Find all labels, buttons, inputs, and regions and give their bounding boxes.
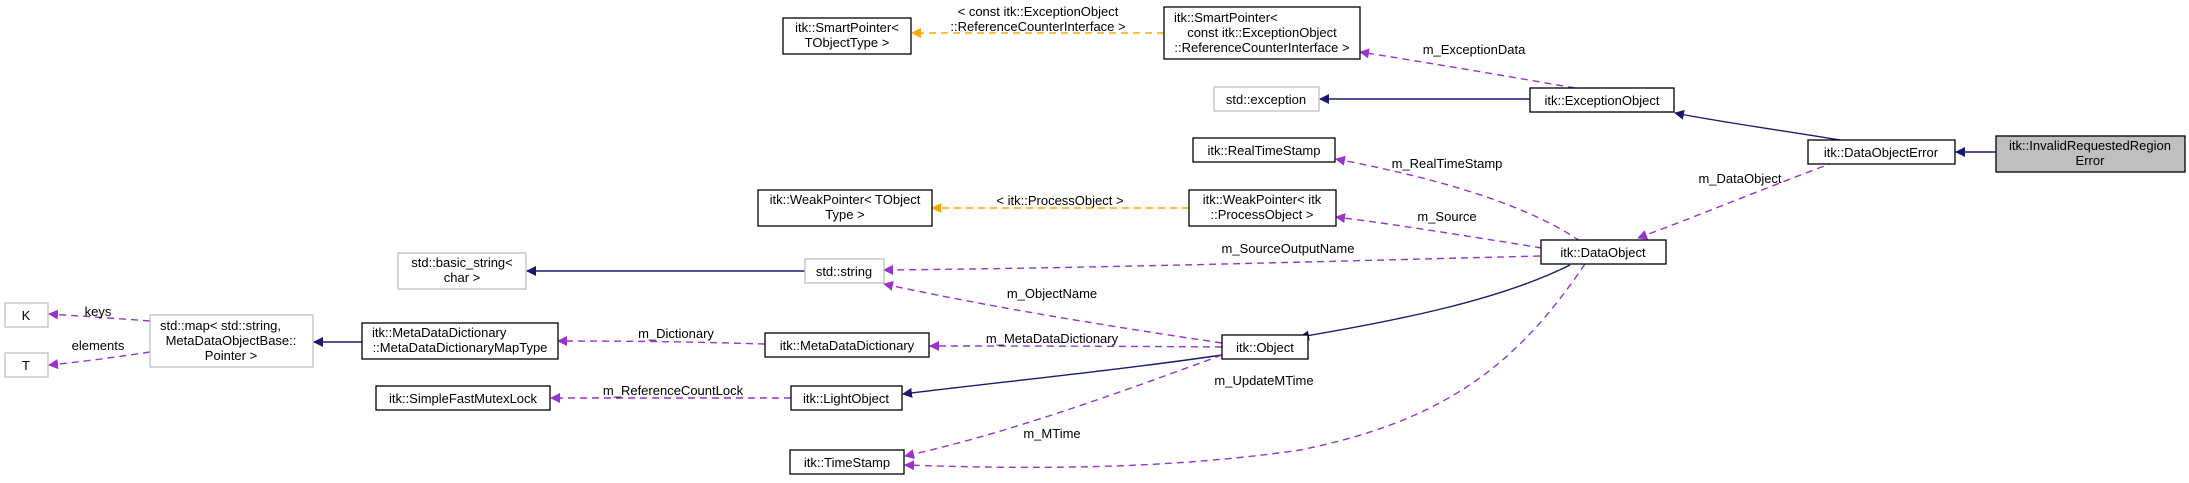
edge-usage-m-source	[1335, 213, 1543, 249]
svg-text:itk::DataObject: itk::DataObject	[1560, 245, 1646, 260]
svg-text:std::map< std::string,: std::map< std::string,	[160, 318, 281, 333]
label-m-exceptiondata: m_ExceptionData	[1423, 42, 1526, 57]
label-m-sourceoutputname: m_SourceOutputName	[1222, 241, 1355, 256]
svg-text:itk::WeakPointer< itk: itk::WeakPointer< itk	[1203, 192, 1322, 207]
svg-text:::ProcessObject >: ::ProcessObject >	[1211, 207, 1314, 222]
node-weak-pointer-tobject[interactable]: itk::WeakPointer< TObject Type >	[757, 189, 933, 227]
svg-text:itk::SmartPointer<: itk::SmartPointer<	[795, 20, 899, 35]
svg-text:itk::SmartPointer<: itk::SmartPointer<	[1174, 10, 1278, 25]
node-invalid-requested-region-error[interactable]: itk::InvalidRequestedRegion Error	[1995, 135, 2186, 173]
node-time-stamp[interactable]: itk::TimeStamp	[789, 449, 905, 475]
svg-text:::ReferenceCounterInterface >: ::ReferenceCounterInterface >	[1174, 40, 1349, 55]
svg-text:K: K	[22, 308, 31, 323]
node-t[interactable]: T	[4, 352, 49, 378]
node-real-time-stamp[interactable]: itk::RealTimeStamp	[1192, 137, 1336, 163]
edge-usage-m-realtimestamp	[1335, 155, 1581, 242]
node-object[interactable]: itk::Object	[1221, 334, 1309, 360]
label-m-objectname: m_ObjectName	[1007, 286, 1097, 301]
edge-usage-elements	[48, 351, 151, 370]
svg-text:Error: Error	[2076, 153, 2106, 168]
svg-text:const itk::ExceptionObject: const itk::ExceptionObject	[1187, 25, 1337, 40]
svg-text:itk::InvalidRequestedRegion: itk::InvalidRequestedRegion	[2009, 138, 2171, 153]
edge-usage-m-objectname	[883, 281, 1223, 344]
edge-usage-m-exceptiondata	[1359, 48, 1576, 89]
svg-text:itk::LightObject: itk::LightObject	[803, 391, 889, 406]
svg-text:itk::Object: itk::Object	[1236, 340, 1294, 355]
svg-text:T: T	[22, 358, 30, 373]
node-data-object-error[interactable]: itk::DataObjectError	[1807, 139, 1956, 165]
edge-inherit-lightobject	[902, 354, 1223, 398]
edge-usage-m-dictionary	[557, 336, 766, 347]
svg-text:itk::MetaDataDictionary: itk::MetaDataDictionary	[372, 325, 507, 340]
label-m-source: m_Source	[1417, 209, 1476, 224]
edge-usage-m-updatemtime	[904, 263, 1586, 471]
label-template-process: < itk::ProcessObject >	[996, 193, 1123, 208]
edge-inherit-dataobject	[1299, 264, 1571, 341]
edge-usage-m-dataobject	[1637, 161, 1836, 240]
node-light-object[interactable]: itk::LightObject	[790, 385, 903, 411]
svg-text:itk::WeakPointer< TObject: itk::WeakPointer< TObject	[770, 192, 921, 207]
svg-text:std::string: std::string	[816, 264, 872, 279]
edge-usage-m-sourceoutputname	[883, 255, 1541, 275]
svg-text:Pointer >: Pointer >	[205, 348, 257, 363]
node-meta-data-dictionary-map-type[interactable]: itk::MetaDataDictionary ::MetaDataDictio…	[361, 322, 559, 360]
node-smart-pointer-exception[interactable]: itk::SmartPointer< const itk::ExceptionO…	[1163, 6, 1361, 60]
svg-text:std::exception: std::exception	[1226, 92, 1306, 107]
svg-text:itk::TimeStamp: itk::TimeStamp	[804, 455, 890, 470]
node-weak-pointer-process[interactable]: itk::WeakPointer< itk ::ProcessObject >	[1188, 189, 1337, 227]
svg-text:itk::RealTimeStamp: itk::RealTimeStamp	[1208, 143, 1321, 158]
svg-text:itk::ExceptionObject: itk::ExceptionObject	[1545, 93, 1660, 108]
edge-usage-m-metadatadictionary	[929, 341, 1223, 352]
label-m-realtimestamp: m_RealTimeStamp	[1392, 156, 1503, 171]
edge-inherit-exceptionobject	[1674, 109, 1841, 141]
label-m-mtime: m_MTime	[1023, 426, 1080, 441]
svg-text:itk::SimpleFastMutexLock: itk::SimpleFastMutexLock	[389, 391, 538, 406]
node-std-map[interactable]: std::map< std::string, MetaDataObjectBas…	[149, 314, 314, 368]
svg-text:Type >: Type >	[825, 207, 864, 222]
node-k[interactable]: K	[4, 302, 49, 328]
edge-usage-m-mtime	[904, 354, 1223, 459]
node-std-exception[interactable]: std::exception	[1213, 86, 1320, 112]
node-data-object[interactable]: itk::DataObject	[1540, 239, 1667, 265]
svg-text:::MetaDataDictionaryMapType: ::MetaDataDictionaryMapType	[373, 340, 548, 355]
node-exception-object[interactable]: itk::ExceptionObject	[1529, 87, 1675, 113]
label-m-metadatadictionary: m_MetaDataDictionary	[986, 331, 1119, 346]
svg-text:std::basic_string<: std::basic_string<	[411, 255, 513, 270]
svg-text:MetaDataObjectBase::: MetaDataObjectBase::	[166, 333, 297, 348]
node-smart-pointer-tobject[interactable]: itk::SmartPointer< TObjectType >	[782, 17, 912, 55]
label-m-referencecountlock: m_ReferenceCountLock	[603, 383, 744, 398]
label-keys: keys	[85, 304, 112, 319]
edge-usage-keys	[48, 309, 151, 322]
label-template-exception-2: ::ReferenceCounterInterface >	[950, 19, 1125, 34]
label-m-dictionary: m_Dictionary	[638, 326, 714, 341]
svg-text:char >: char >	[444, 270, 481, 285]
svg-text:TObjectType >: TObjectType >	[805, 35, 890, 50]
label-template-exception-1: < const itk::ExceptionObject	[958, 4, 1119, 19]
node-std-basic-string[interactable]: std::basic_string< char >	[397, 252, 527, 290]
svg-text:itk::DataObjectError: itk::DataObjectError	[1824, 145, 1939, 160]
node-std-string[interactable]: std::string	[804, 258, 885, 284]
label-m-updatemtime: m_UpdateMTime	[1214, 373, 1313, 388]
node-meta-data-dictionary[interactable]: itk::MetaDataDictionary	[764, 332, 930, 358]
svg-text:itk::MetaDataDictionary: itk::MetaDataDictionary	[780, 338, 915, 353]
label-elements: elements	[72, 338, 125, 353]
node-simple-fast-mutex-lock[interactable]: itk::SimpleFastMutexLock	[375, 385, 551, 411]
label-m-dataobject: m_DataObject	[1698, 171, 1781, 186]
